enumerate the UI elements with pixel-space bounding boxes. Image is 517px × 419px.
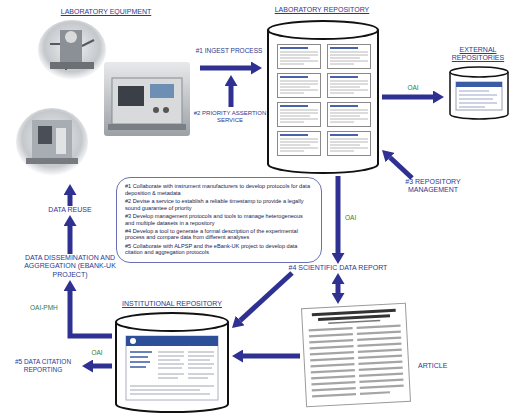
repository-cylinder: EXTERNAL REPOSITORIES: [444, 46, 512, 122]
repository-cylinder: [268, 21, 378, 39]
article-page: [328, 320, 380, 324]
article-page: [302, 303, 411, 406]
flow-arrow: [68, 195, 73, 206]
flow-label: OAI: [345, 214, 356, 222]
flow-arrow: [70, 291, 112, 336]
figure-caption: ARTICLE: [418, 362, 472, 370]
flow-label: OAI-PMH: [30, 304, 58, 312]
flow-arrow: [382, 95, 433, 100]
repository-cylinder: [126, 336, 218, 346]
repository-cylinder: [459, 91, 497, 107]
repository-cylinder: [278, 132, 321, 156]
repository-cylinder: [130, 352, 152, 367]
equipment-photo: [112, 78, 182, 124]
repository-cylinder: [450, 72, 508, 119]
equipment-photo: [32, 120, 72, 160]
process-label: #3 REPOSITORY MANAGEMENT: [392, 178, 474, 195]
process-label: #5 DATA CITATION REPORTING: [4, 358, 82, 374]
equipment-photo: [56, 128, 66, 154]
repository-cylinder: [116, 313, 228, 331]
article-page: [309, 326, 404, 397]
equipment-photo: [16, 108, 88, 176]
repository-heading: EXTERNAL REPOSITORIES: [444, 46, 512, 63]
repository-cylinder: [130, 338, 136, 344]
article-figure: ARTICLE: [300, 304, 472, 406]
flow-arrow: [336, 176, 341, 253]
objective-item: #1 Collaborate with instrument manufactu…: [125, 183, 313, 196]
flow-label: #1 INGEST PROCESS: [196, 47, 263, 55]
objective-item: #3 Develop management protocols and tool…: [125, 213, 313, 226]
equipment-photo: [150, 84, 174, 98]
flow-label: OAI: [91, 349, 102, 357]
repository-cylinder: [450, 67, 508, 119]
repository-cylinder: [278, 45, 321, 69]
process-text: #3 REPOSITORY MANAGEMENT: [392, 178, 474, 195]
service-label: #2 PRIORITY ASSERTION SERVICE: [193, 110, 267, 124]
repository-cylinder: [278, 103, 321, 127]
equipment-photo: [16, 108, 88, 176]
process-label: DATA REUSE: [40, 206, 100, 215]
process-text: #4 SCIENTIFIC DATA REPORT: [276, 264, 400, 272]
flow-arrow: [240, 273, 292, 321]
process-label: #4 SCIENTIFIC DATA REPORT: [276, 264, 400, 273]
process-text: #5 DATA CITATION REPORTING: [4, 358, 82, 374]
flow-arrow: [336, 284, 341, 293]
repository-cylinder: [268, 21, 378, 173]
equipment-photo: [104, 62, 190, 136]
repository-cylinder: [328, 74, 371, 98]
repository-cylinder: [268, 30, 378, 173]
repository-cylinder: [328, 103, 371, 127]
repository-cylinder: [328, 45, 371, 69]
objective-item: #5 Collaborate with ALPSP and the eBank-…: [125, 243, 313, 256]
equipment-photo: [38, 20, 106, 80]
repository-cylinder: [116, 322, 228, 412]
equipment-photo: [104, 62, 190, 136]
repository-heading: LABORATORY REPOSITORY: [262, 6, 382, 14]
equipment-panel: LABORATORY EQUIPMENT: [12, 8, 200, 184]
equipment-photo: [108, 124, 186, 130]
equipment-photo: [153, 107, 159, 113]
equipment-photo: [65, 31, 77, 43]
equipment-photo: [50, 62, 94, 69]
repository-cylinder: [456, 82, 502, 87]
equipment-photo: [38, 20, 106, 80]
repository-cylinder: [450, 67, 508, 77]
flow-arrow: [243, 354, 300, 359]
equipment-photo: [50, 40, 94, 70]
process-label: DATA DISSEMINATION AND AGGREGATION (EBAN…: [24, 254, 116, 280]
process-text: DATA DISSEMINATION AND AGGREGATION (EBAN…: [24, 254, 116, 279]
equipment-photo: [60, 30, 82, 64]
equipment-photo: [26, 158, 78, 164]
flow-arrow: [68, 226, 73, 254]
panel-heading: LABORATORY EQUIPMENT: [12, 8, 200, 16]
repository-cylinder: INSTITUTIONAL REPOSITORY: [112, 300, 232, 416]
repository-cylinder: [126, 336, 218, 400]
equipment-photo: [118, 86, 144, 106]
priority-arrow: [229, 86, 234, 107]
objectives-box: #1 Collaborate with instrument manufactu…: [116, 177, 322, 263]
repository-cylinder: [116, 313, 228, 412]
objective-item: #4 Develop a tool to generate a formal d…: [125, 228, 313, 241]
repository-cylinder: LABORATORY REPOSITORY: [262, 6, 382, 176]
flow-arrow: [200, 66, 251, 71]
repository-cylinder: [130, 352, 214, 394]
article-page: [302, 303, 411, 406]
equipment-photo: [38, 126, 52, 144]
repository-cylinder: [456, 82, 502, 110]
flow-label: OAI: [407, 84, 418, 92]
repository-cylinder: [328, 132, 371, 156]
equipment-photo: [163, 107, 169, 113]
repository-cylinder: [278, 74, 321, 98]
flow-arrow: [93, 364, 112, 369]
flow-arrow: [390, 158, 412, 178]
process-text: DATA REUSE: [40, 206, 100, 214]
repository-heading: INSTITUTIONAL REPOSITORY: [112, 300, 232, 308]
objective-item: #2 Devise a service to establish a relia…: [125, 198, 313, 211]
